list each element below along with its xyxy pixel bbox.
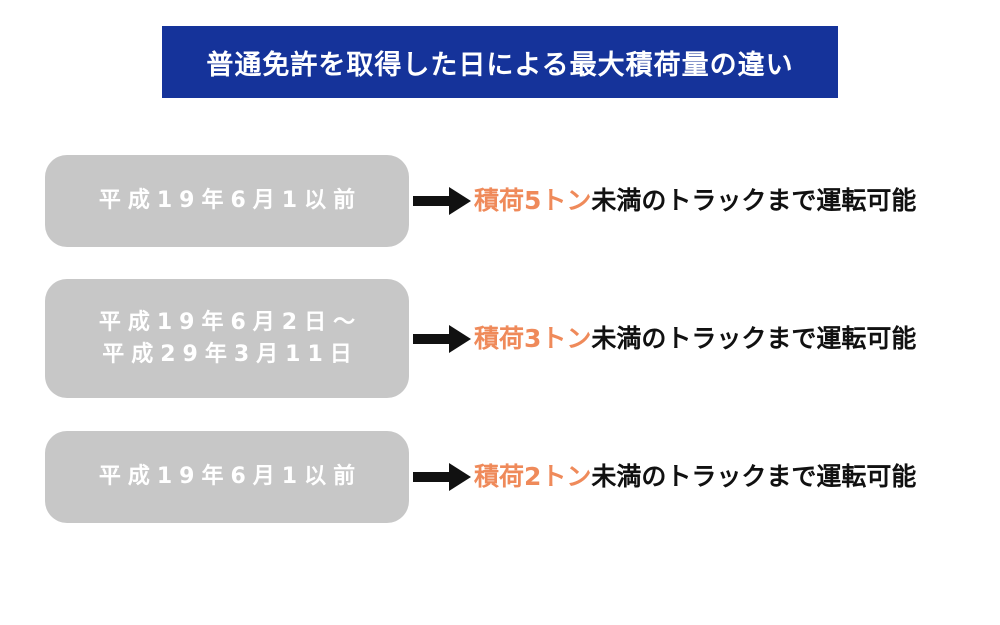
period-pill: 平成19年6月2日～ 平成29年3月11日 [45,279,409,398]
period-pill: 平成19年6月1以前 [45,431,409,523]
capacity-highlight: 積荷2トン [474,462,592,491]
arrow-right-icon [413,187,471,215]
capacity-text: 積荷5トン未満のトラックまで運転可能 [474,186,916,216]
arrow-right-icon [413,325,471,353]
license-row-3: 平成19年6月1以前 積荷2トン未満のトラックまで運転可能 [0,431,1000,523]
period-line: 平成19年6月2日～ [98,309,363,335]
capacity-highlight: 積荷3トン [474,324,592,353]
arrow-right-icon [413,463,471,491]
capacity-text: 積荷3トン未満のトラックまで運転可能 [474,324,916,354]
period-line: 平成19年6月1以前 [98,188,363,213]
license-row-1: 平成19年6月1以前 積荷5トン未満のトラックまで運転可能 [0,155,1000,247]
period-pill: 平成19年6月1以前 [45,155,409,247]
capacity-rest: 未満のトラックまで運転可能 [591,462,917,491]
capacity-text: 積荷2トン未満のトラックまで運転可能 [474,462,916,492]
title-banner: 普通免許を取得した日による最大積荷量の違い [162,26,838,98]
period-line: 平成29年3月11日 [102,341,359,367]
capacity-rest: 未満のトラックまで運転可能 [591,324,917,353]
license-row-2: 平成19年6月2日～ 平成29年3月11日 積荷3トン未満のトラックまで運転可能 [0,279,1000,398]
period-line: 平成19年6月1以前 [98,464,363,489]
page-title: 普通免許を取得した日による最大積荷量の違い [206,49,794,81]
capacity-highlight: 積荷5トン [474,186,592,215]
capacity-rest: 未満のトラックまで運転可能 [591,186,917,215]
